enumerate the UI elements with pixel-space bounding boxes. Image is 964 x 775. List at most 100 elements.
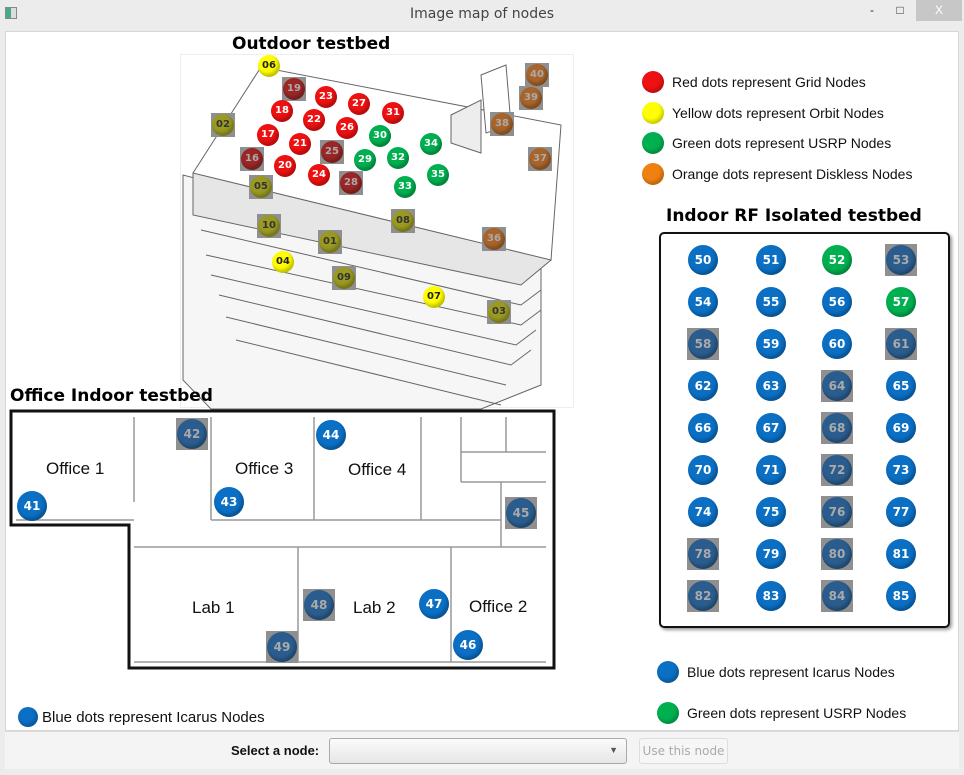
node-81[interactable]: 81 <box>886 539 916 569</box>
dot-icon <box>642 162 664 185</box>
node-28[interactable]: 28 <box>340 172 362 194</box>
node-82[interactable]: 82 <box>688 581 718 611</box>
node-23[interactable]: 23 <box>315 86 337 108</box>
node-04[interactable]: 04 <box>272 251 294 273</box>
bottom-bar: Select a node: ▼ Use this node <box>5 731 959 769</box>
node-84[interactable]: 84 <box>822 581 852 611</box>
node-64[interactable]: 64 <box>822 371 852 401</box>
node-36[interactable]: 36 <box>483 228 505 250</box>
use-this-node-button[interactable]: Use this node <box>639 738 728 764</box>
window-title: Image map of nodes <box>409 6 555 22</box>
node-47[interactable]: 47 <box>419 589 449 619</box>
node-55[interactable]: 55 <box>756 287 786 317</box>
node-51[interactable]: 51 <box>756 245 786 275</box>
node-56[interactable]: 56 <box>822 287 852 317</box>
outdoor-heading: Outdoor testbed <box>232 34 391 54</box>
node-42[interactable]: 42 <box>177 419 207 449</box>
node-35[interactable]: 35 <box>427 164 449 186</box>
node-18[interactable]: 18 <box>271 100 293 122</box>
node-48[interactable]: 48 <box>304 590 334 620</box>
node-32[interactable]: 32 <box>387 147 409 169</box>
node-19[interactable]: 19 <box>283 78 305 100</box>
room-label: Office 1 <box>46 459 105 478</box>
office-floor-plan <box>9 409 556 670</box>
node-30[interactable]: 30 <box>369 125 391 147</box>
node-50[interactable]: 50 <box>688 245 718 275</box>
node-31[interactable]: 31 <box>382 102 404 124</box>
node-02[interactable]: 02 <box>212 114 234 136</box>
node-33[interactable]: 33 <box>394 176 416 198</box>
node-09[interactable]: 09 <box>333 267 355 289</box>
node-49[interactable]: 49 <box>267 632 297 662</box>
node-45[interactable]: 45 <box>506 498 536 528</box>
node-61[interactable]: 61 <box>886 329 916 359</box>
node-68[interactable]: 68 <box>822 413 852 443</box>
node-38[interactable]: 38 <box>491 113 513 135</box>
node-16[interactable]: 16 <box>241 148 263 170</box>
node-76[interactable]: 76 <box>822 497 852 527</box>
node-41[interactable]: 41 <box>17 491 47 521</box>
legend-label: Blue dots represent Icarus Nodes <box>687 664 895 680</box>
app-icon <box>5 7 17 19</box>
node-60[interactable]: 60 <box>822 329 852 359</box>
node-08[interactable]: 08 <box>392 210 414 232</box>
node-24[interactable]: 24 <box>308 164 330 186</box>
node-01[interactable]: 01 <box>319 231 341 253</box>
dot-icon <box>657 661 679 683</box>
node-26[interactable]: 26 <box>336 117 358 139</box>
node-58[interactable]: 58 <box>688 329 718 359</box>
room-label: Office 4 <box>348 460 407 479</box>
node-43[interactable]: 43 <box>214 487 244 517</box>
node-39[interactable]: 39 <box>520 87 542 109</box>
node-46[interactable]: 46 <box>453 630 483 660</box>
maximize-button[interactable]: □ <box>896 3 904 17</box>
node-34[interactable]: 34 <box>420 133 442 155</box>
node-17[interactable]: 17 <box>257 124 279 146</box>
minimize-button[interactable]: - <box>870 3 874 17</box>
node-05[interactable]: 05 <box>250 176 272 198</box>
node-59[interactable]: 59 <box>756 329 786 359</box>
node-21[interactable]: 21 <box>289 133 311 155</box>
room-label: Lab 1 <box>192 598 235 617</box>
node-66[interactable]: 66 <box>688 413 718 443</box>
node-select-dropdown[interactable]: ▼ <box>329 738 627 764</box>
node-70[interactable]: 70 <box>688 455 718 485</box>
node-67[interactable]: 67 <box>756 413 786 443</box>
node-62[interactable]: 62 <box>688 371 718 401</box>
node-44[interactable]: 44 <box>316 420 346 450</box>
node-52[interactable]: 52 <box>822 245 852 275</box>
title-bar: Image map of nodes - □ X <box>0 0 964 31</box>
node-06[interactable]: 06 <box>258 55 280 77</box>
node-07[interactable]: 07 <box>423 286 445 308</box>
node-71[interactable]: 71 <box>756 455 786 485</box>
node-22[interactable]: 22 <box>303 109 325 131</box>
node-78[interactable]: 78 <box>688 539 718 569</box>
node-77[interactable]: 77 <box>886 497 916 527</box>
node-83[interactable]: 83 <box>756 581 786 611</box>
node-74[interactable]: 74 <box>688 497 718 527</box>
node-03[interactable]: 03 <box>488 301 510 323</box>
node-63[interactable]: 63 <box>756 371 786 401</box>
node-79[interactable]: 79 <box>756 539 786 569</box>
node-29[interactable]: 29 <box>354 149 376 171</box>
node-72[interactable]: 72 <box>822 455 852 485</box>
node-27[interactable]: 27 <box>348 93 370 115</box>
node-69[interactable]: 69 <box>886 413 916 443</box>
node-54[interactable]: 54 <box>688 287 718 317</box>
node-75[interactable]: 75 <box>756 497 786 527</box>
legend-item: Blue dots represent Icarus Nodes <box>18 707 265 727</box>
node-80[interactable]: 80 <box>822 539 852 569</box>
node-40[interactable]: 40 <box>526 64 548 86</box>
node-65[interactable]: 65 <box>886 371 916 401</box>
node-57[interactable]: 57 <box>886 287 916 317</box>
node-10[interactable]: 10 <box>258 215 280 237</box>
node-37[interactable]: 37 <box>529 148 551 170</box>
legend-label: Green dots represent USRP Nodes <box>672 135 892 151</box>
node-25[interactable]: 25 <box>321 141 343 163</box>
close-button[interactable]: X <box>916 0 962 21</box>
node-85[interactable]: 85 <box>886 581 916 611</box>
node-53[interactable]: 53 <box>886 245 916 275</box>
node-73[interactable]: 73 <box>886 455 916 485</box>
node-20[interactable]: 20 <box>274 155 296 177</box>
legend-item: Blue dots represent Icarus Nodes <box>657 661 895 683</box>
